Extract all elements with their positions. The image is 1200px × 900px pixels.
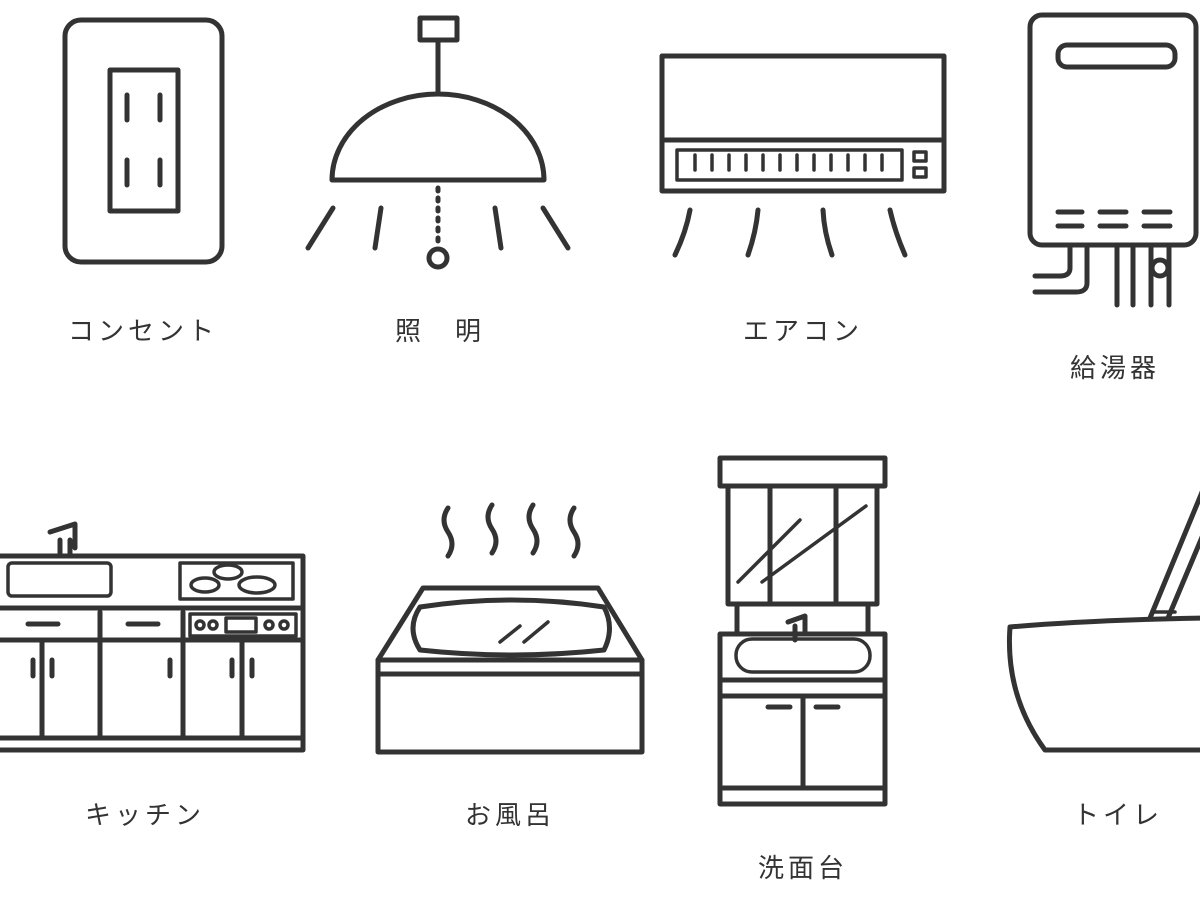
- bath-label: お風呂: [464, 801, 556, 831]
- kitchen-label: キッチン: [84, 801, 206, 831]
- kitchen-icon: [0, 521, 306, 753]
- outlet-label: コンセント: [67, 317, 219, 347]
- washbasin-label: 洗面台: [757, 854, 849, 884]
- lighting-label: 照 明: [394, 317, 486, 347]
- ceiling-light-icon: [305, 15, 571, 270]
- washbasin-icon: [717, 455, 888, 807]
- outlet-icon: [62, 17, 225, 265]
- water-heater-icon: [1027, 12, 1199, 308]
- water-heater-label: 給湯器: [1069, 354, 1161, 384]
- bathtub-icon: [375, 502, 645, 755]
- air-conditioner-icon: [659, 53, 947, 258]
- air-conditioner-label: エアコン: [742, 317, 864, 347]
- toilet-icon: [1006, 490, 1200, 753]
- toilet-label: トイレ: [1072, 801, 1164, 831]
